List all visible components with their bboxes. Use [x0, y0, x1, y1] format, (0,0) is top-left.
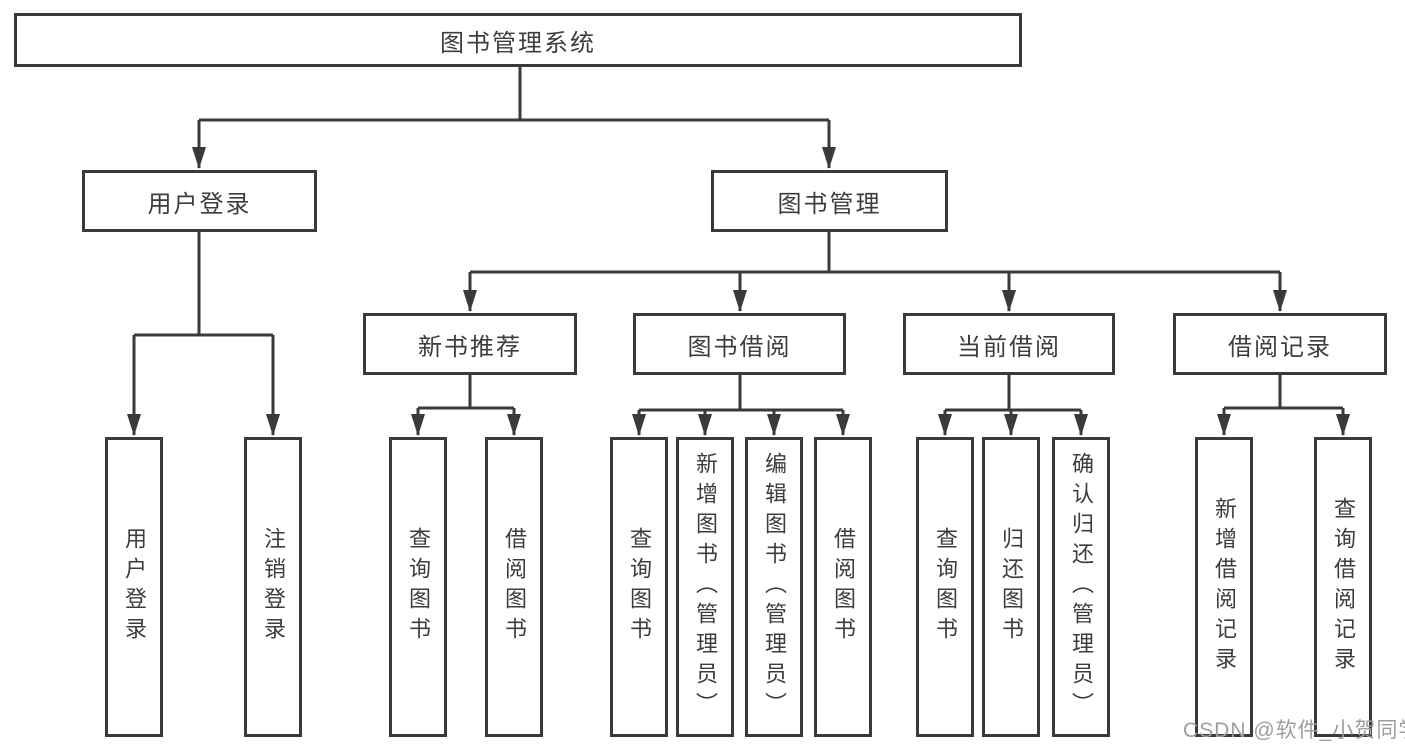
node-label: 新书推荐 [418, 333, 522, 361]
leaf-user-login: 用户登录 [105, 437, 163, 737]
leaf-borrow-books-borrowing: 借阅图书 [814, 437, 872, 737]
node-borrowing-records: 借阅记录 [1173, 313, 1387, 375]
node-label: 用户登录 [147, 190, 252, 218]
leaf-query-books-current: 查询图书 [916, 437, 974, 737]
leaf-borrow-books-recommend: 借阅图书 [485, 437, 543, 737]
node-user-login: 用户登录 [82, 170, 317, 232]
leaf-confirm-return-admin: 确认归还（管理员） [1052, 437, 1110, 737]
node-label: 图书管理系统 [440, 29, 596, 57]
leaf-add-book-admin: 新增图书（管理员） [676, 437, 734, 737]
node-label: 借阅记录 [1228, 333, 1332, 361]
node-current-borrowing: 当前借阅 [903, 313, 1115, 375]
node-label: 当前借阅 [957, 333, 1061, 361]
leaf-add-borrow-record: 新增借阅记录 [1195, 437, 1253, 737]
node-book-management: 图书管理 [711, 170, 948, 232]
node-new-book-recommend: 新书推荐 [363, 313, 577, 375]
leaf-query-books-borrowing: 查询图书 [610, 437, 668, 737]
csdn-watermark: CSDN @软件_小贺同学 [1183, 719, 1405, 742]
node-label: 图书借阅 [687, 333, 792, 361]
leaf-edit-book-admin: 编辑图书（管理员） [745, 437, 803, 737]
leaf-query-books-recommend: 查询图书 [389, 437, 447, 737]
leaf-query-borrow-record: 查询借阅记录 [1314, 437, 1372, 737]
node-library-management-system: 图书管理系统 [14, 13, 1022, 67]
leaf-return-book: 归还图书 [982, 437, 1040, 737]
node-label: 图书管理 [777, 190, 882, 218]
leaf-logout: 注销登录 [244, 437, 302, 737]
node-book-borrowing: 图书借阅 [633, 313, 846, 375]
